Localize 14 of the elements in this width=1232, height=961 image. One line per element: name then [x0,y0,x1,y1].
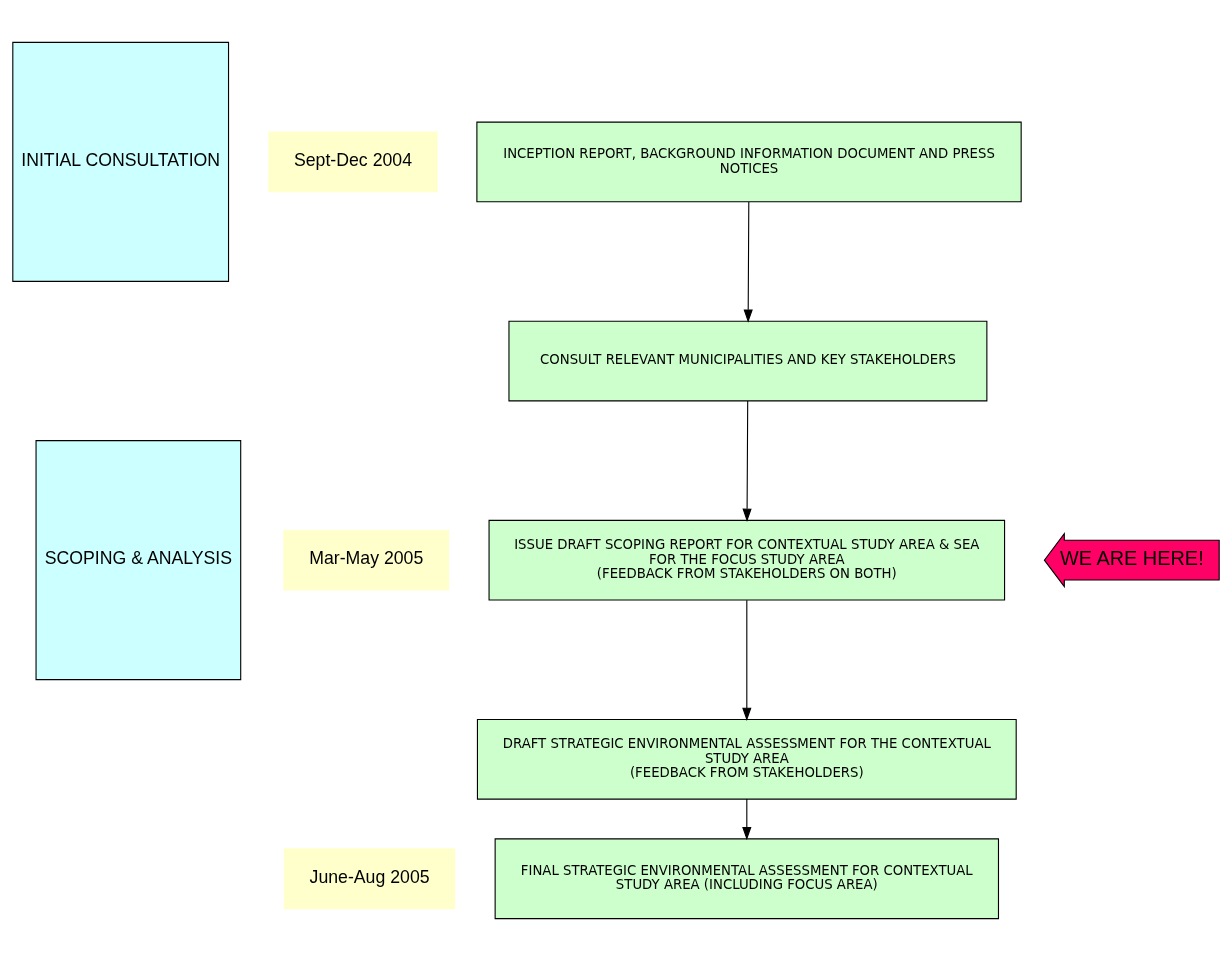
node-box: INCEPTION REPORT, BACKGROUND INFORMATION DOCUMENT AND PRESS NOTICES [476,121,1022,203]
arrow [742,599,752,722]
node-box: CONSULT RELEVANT MUNICIPALITIES AND KEY STAKEHOLDERS [508,320,988,402]
node-box: ISSUE DRAFT SCOPING REPORT FOR CONTEXTUAL STUDY AREA & SEA FOR THE FOCUS STUDY AREA (FEEDBACK FROM STAKEHOLDERS ON BOTH) [488,519,1006,601]
node-box: June-Aug 2005 [283,848,456,910]
arrow [742,400,752,522]
arrow [743,201,753,323]
node-box: DRAFT STRATEGIC ENVIRONMENTAL ASSESSMENT FOR THE CONTEXTUAL STUDY AREA (FEEDBACK FROM STAKEHOLDERS) [476,718,1017,800]
node-box: INITIAL CONSULTATION [12,41,230,282]
node-box: SCOPING & ANALYSIS [35,440,242,681]
arrow [742,798,752,841]
node-box: Sept-Dec 2004 [268,131,438,193]
node-box: FINAL STRATEGIC ENVIRONMENTAL ASSESSMENT FOR CONTEXTUAL STUDY AREA (INCLUDING FOCUS AREA) [494,838,1000,920]
node-box: Mar-May 2005 [283,529,450,591]
